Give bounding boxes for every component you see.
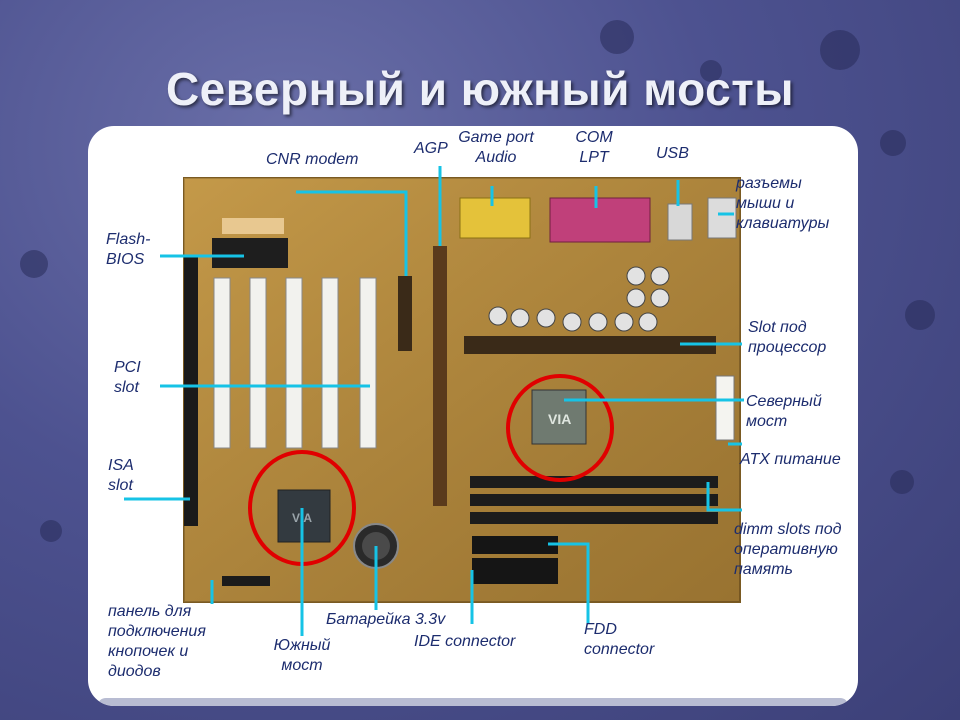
label-ps2-ports: разъемы мыши и клавиатуры [736,175,830,232]
label-atx-power: ATX питание [740,451,841,468]
label-north-bridge: Северный мост [746,393,822,430]
label-dimm-slots: dimm slots под оперативную память [734,521,842,578]
capacitor [510,308,530,328]
north-bridge-highlight [506,374,614,482]
background-dot [40,520,62,542]
pci-slot [249,277,267,449]
capacitor [614,312,634,332]
south-bridge-chip [277,489,331,543]
bios-label-strip [222,218,284,234]
label-battery: Батарейка 3.3v [326,611,446,628]
pci-slot [359,277,377,449]
label-agp: AGP [414,140,448,157]
north-bridge-logo: VIA [548,411,571,427]
front-panel-header [222,576,270,586]
label-pci-slot: PCI slot [114,359,141,396]
capacitor [650,288,670,308]
label-game-port-audio: Game port Audio [458,129,534,166]
atx-power-connector [715,375,735,441]
background-dot [905,300,935,330]
capacitor [588,312,608,332]
dimm-slot [470,512,718,524]
com-lpt-connector [549,197,651,243]
label-cnr-modem: CNR modem [266,151,359,168]
capacitor [536,308,556,328]
capacitor [626,288,646,308]
background-dot [890,470,914,494]
background-dot [600,20,634,54]
capacitor [650,266,670,286]
usb-connector [667,203,693,241]
cnr-slot [398,276,412,351]
leader-line-fdd [548,542,590,624]
capacitor [488,306,508,326]
pci-slot [213,277,231,449]
capacitor [626,266,646,286]
isa-slot [184,256,198,526]
pci-slot [321,277,339,449]
diagram-panel: VIA VIA [88,126,858,706]
label-front-panel: панель для подключения кнопочек и диодов [108,603,206,680]
capacitor [562,312,582,332]
dimm-slot [470,476,718,488]
capacitor [638,312,658,332]
agp-slot [433,246,447,506]
label-ide-connector: IDE connector [414,633,516,650]
pci-slot [285,277,303,449]
game-port-connector [459,197,531,239]
slide-title: Северный и южный мосты [165,63,795,115]
background-dot [820,30,860,70]
leader-line-dimm [706,482,742,512]
cpu-slot [464,336,716,354]
bottom-frame-edge [98,698,848,706]
flash-bios-chip [212,238,288,268]
label-south-bridge: Южный мост [273,637,331,674]
ps2-connector [707,197,737,239]
motherboard-diagram: VIA VIA [98,166,848,706]
label-usb: USB [656,145,689,162]
label-isa-slot: ISA slot [108,457,134,494]
background-dot [20,250,48,278]
background-dot [700,60,722,82]
background-dot [880,130,906,156]
ide-connector [472,558,558,584]
label-slot-cpu: Slot под процессор [748,319,827,356]
label-com-lpt: COM LPT [575,129,613,166]
label-fdd-connector: FDD connector [584,621,655,658]
fdd-connector [472,536,558,554]
leader-line-cnr [296,190,408,276]
dimm-slot [470,494,718,506]
label-flash-bios: Flash- BIOS [106,231,151,268]
